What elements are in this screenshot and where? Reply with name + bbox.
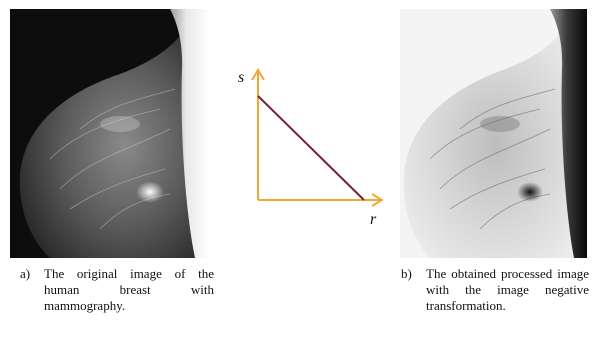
caption-b-label: b) [401, 266, 412, 282]
negative-transformation-line [258, 96, 364, 200]
original-mammogram-image [10, 9, 210, 258]
caption-a-label: a) [20, 266, 30, 282]
caption-a-text: The original image of the human breast w… [44, 266, 214, 314]
x-axis-label: r [370, 211, 377, 228]
caption-a: a) The original image of the human breas… [20, 266, 220, 326]
y-axis-label: s [238, 69, 244, 86]
caption-b-text: The obtained processed image with the im… [426, 266, 589, 314]
processed-negative-image [400, 9, 587, 258]
caption-b: b) The obtained processed image with the… [401, 266, 591, 346]
negative-transformation-graph: s r [228, 58, 398, 243]
